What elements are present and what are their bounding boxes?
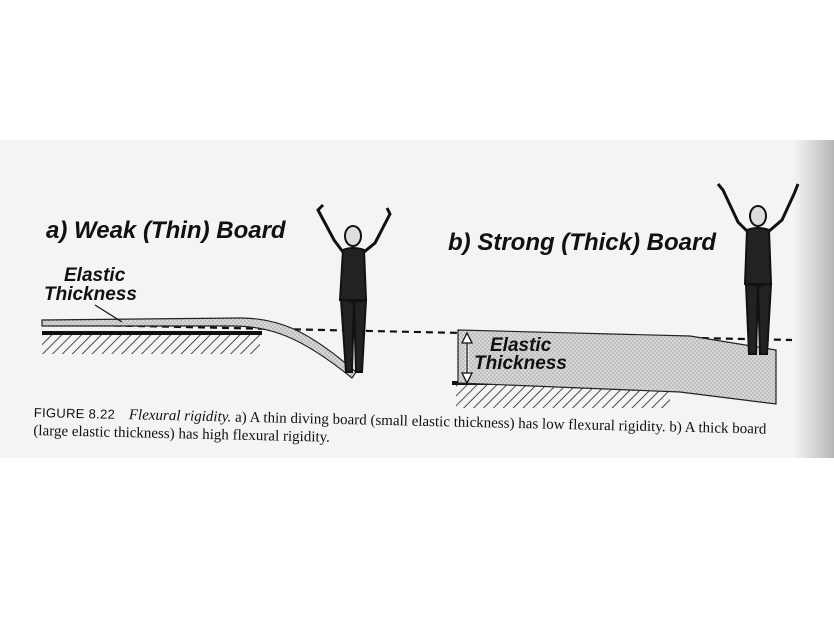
- panel-a-label-line2: Thickness: [44, 284, 137, 305]
- panel-b-thick-board: [457, 329, 777, 405]
- page-edge-shadow: [794, 140, 834, 458]
- figure-number: FIGURE 8.22: [33, 404, 116, 422]
- panel-b-label-line1: Elastic: [490, 335, 552, 356]
- panel-a-diver: [316, 203, 392, 373]
- figure-title: Flexural rigidity.: [128, 407, 232, 426]
- panel-a-ground: [42, 331, 262, 354]
- panel-b-title: b) Strong (Thick) Board: [448, 229, 716, 256]
- scanned-page-background: [0, 140, 834, 458]
- panel-b-thickness-arrow: [460, 331, 474, 385]
- panel-a-label-line1: Elastic: [64, 265, 126, 286]
- panel-b-label-line2: Thickness: [474, 353, 567, 374]
- panel-a-pointer-line: [94, 304, 123, 323]
- panel-a-title: a) Weak (Thin) Board: [46, 217, 286, 244]
- panel-b-diver: [716, 183, 800, 355]
